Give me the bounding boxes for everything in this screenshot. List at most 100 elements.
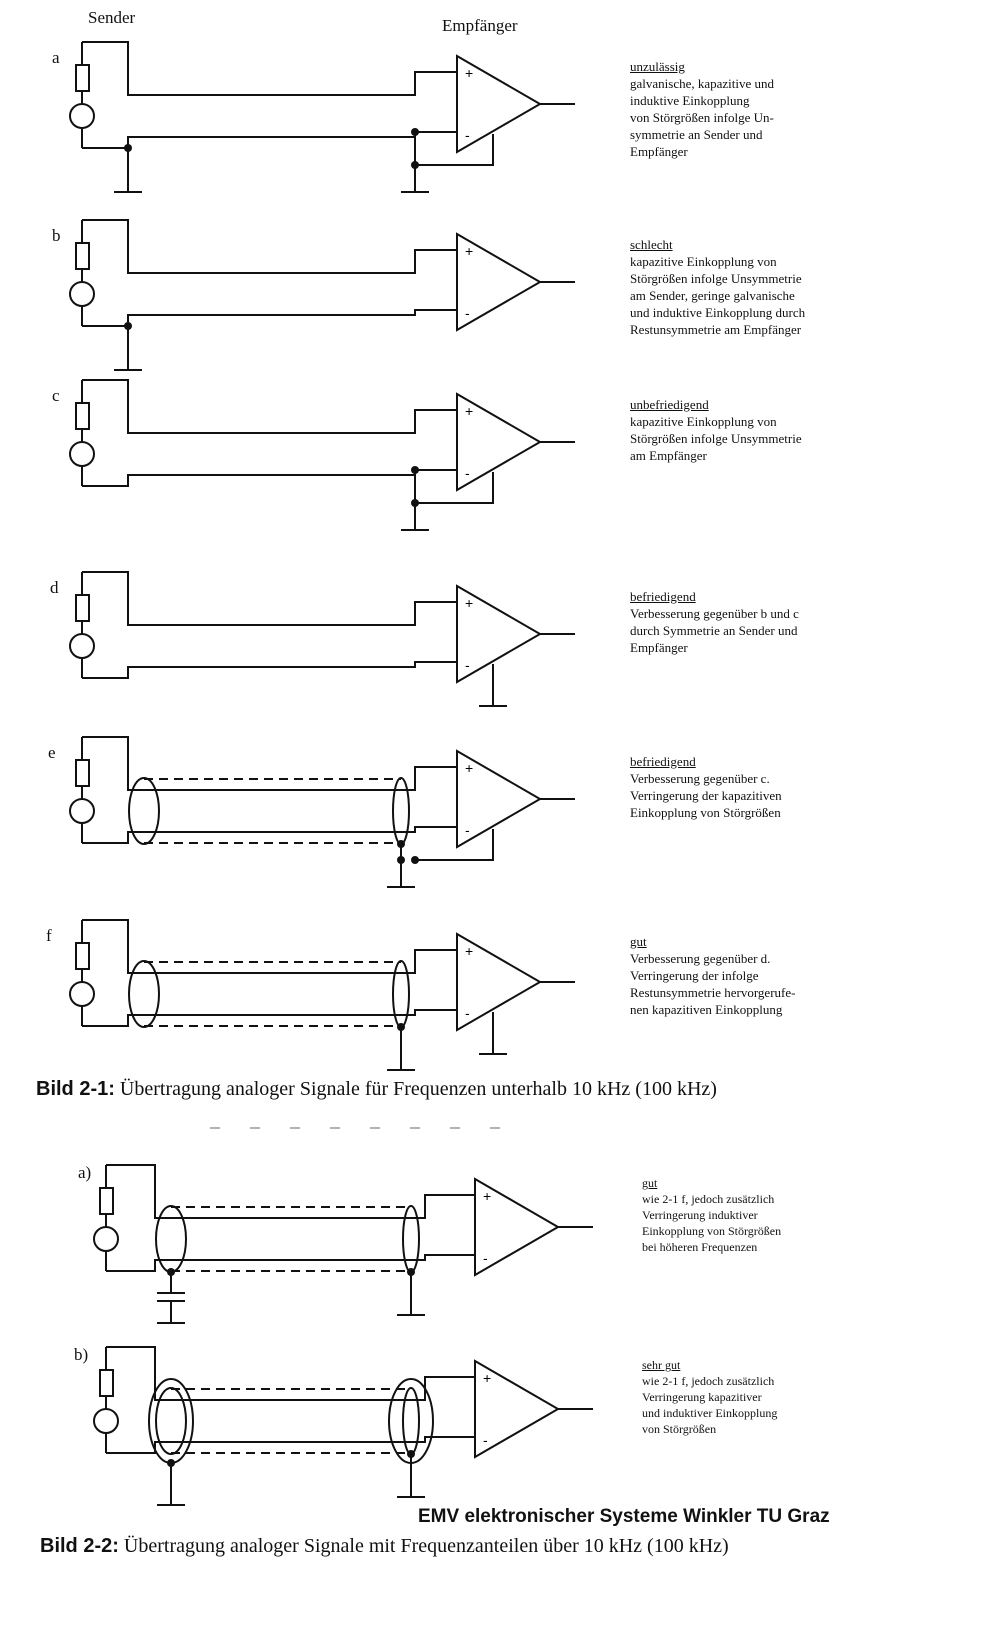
rating-label: befriedigend <box>630 589 696 604</box>
voltage-source-icon <box>69 633 95 659</box>
description-line: von Störgrößen <box>642 1422 717 1436</box>
opamp-icon <box>456 584 542 684</box>
resistor-icon <box>99 1369 114 1397</box>
voltage-source-icon <box>69 103 95 129</box>
description-line: Verbesserung gegenüber b und c <box>630 606 799 621</box>
panel-label: e <box>48 743 56 762</box>
signal-wire-top <box>82 919 457 974</box>
rating-label: sehr gut <box>642 1358 681 1372</box>
circuit-b: +- <box>69 219 575 371</box>
description-line: Einkopplung von Störgrößen <box>642 1224 782 1238</box>
resistor-icon <box>75 942 90 970</box>
panel-description: unbefriedigend kapazitive Einkopplung von… <box>630 396 802 464</box>
description-line: induktive Einkopplung <box>630 93 750 108</box>
receiver-heading: Empfänger <box>442 16 518 35</box>
signal-wire-bottom <box>106 1436 475 1454</box>
description-line: Verbesserung gegenüber d. <box>630 951 771 966</box>
description-line: kapazitive Einkopplung von <box>630 414 777 429</box>
shield-end <box>155 1205 187 1273</box>
shield-end <box>128 777 160 845</box>
signal-wire-bottom <box>106 1254 475 1272</box>
circuit-2a: +- <box>93 1164 593 1324</box>
description-line: und induktiver Einkopplung <box>642 1406 778 1420</box>
panel-label: b) <box>74 1345 89 1364</box>
description-line: Verringerung der infolge <box>630 968 759 983</box>
description-line: wie 2-1 f, jedoch zusätzlich <box>642 1374 775 1388</box>
shield-end <box>402 1205 420 1273</box>
signal-wire-bottom <box>82 661 457 679</box>
description-line: bei höheren Frequenzen <box>642 1240 758 1254</box>
panel-label: a) <box>78 1163 92 1182</box>
rating-label: unbefriedigend <box>630 397 709 412</box>
description-line: galvanische, kapazitive und <box>630 76 775 91</box>
figure2-caption: Bild 2-2: Übertragung analoger Signale m… <box>40 1535 729 1558</box>
description-line: Störgrößen infolge Unsymmetrie <box>630 271 802 286</box>
plus-sign: + <box>465 760 473 776</box>
reference-wire <box>415 134 494 166</box>
minus-sign: - <box>465 657 470 673</box>
rating-label: gut <box>642 1176 658 1190</box>
description-line: nen kapazitiven Einkopplung <box>630 1002 783 1017</box>
voltage-source-icon <box>69 441 95 467</box>
description-line: durch Symmetrie an Sender und <box>630 623 798 638</box>
minus-sign: - <box>465 127 470 143</box>
shield-end <box>402 1387 420 1455</box>
description-line: Empfänger <box>630 144 688 159</box>
description-line: symmetrie an Sender und <box>630 127 763 142</box>
minus-sign: - <box>465 822 470 838</box>
signal-wire-bottom <box>82 469 457 487</box>
rating-label: befriedigend <box>630 754 696 769</box>
description-line: Restunsymmetrie hervorgerufe- <box>630 985 796 1000</box>
description-line: und induktive Einkopplung durch <box>630 305 806 320</box>
minus-sign: - <box>483 1432 488 1448</box>
signal-wire-bottom <box>82 309 457 327</box>
figure2-caption-text: Übertragung analoger Signale mit Frequen… <box>123 1535 729 1557</box>
opamp-icon <box>456 232 542 332</box>
resistor-icon <box>99 1187 114 1215</box>
signal-wire-top <box>82 219 457 274</box>
circuit-d: +- <box>69 571 575 707</box>
signal-wire-bottom <box>82 1009 457 1027</box>
resistor-icon <box>75 402 90 430</box>
plus-sign: + <box>483 1370 491 1386</box>
resistor-icon <box>75 594 90 622</box>
plus-sign: + <box>465 65 473 81</box>
signal-wire-top <box>106 1164 475 1219</box>
signal-wire-top <box>82 736 457 791</box>
resistor-icon <box>75 759 90 787</box>
credit-line: EMV elektronischer Systeme Winkler TU Gr… <box>418 1506 830 1527</box>
sender-heading: Sender <box>88 8 136 27</box>
shield-end <box>155 1387 187 1455</box>
rating-label: unzulässig <box>630 59 685 74</box>
minus-sign: - <box>465 1005 470 1021</box>
signal-wire-bottom <box>82 131 457 149</box>
description-line: Verringerung kapazitiver <box>642 1390 762 1404</box>
description-line: am Sender, geringe galvanische <box>630 288 795 303</box>
description-line: Verringerung induktiver <box>642 1208 758 1222</box>
shield-end <box>392 777 410 845</box>
shield-end <box>128 960 160 1028</box>
circuit-c: +- <box>69 379 575 531</box>
panel-description: unzulässig galvanische, kapazitive und ind… <box>630 58 774 160</box>
junction-dot <box>411 856 419 864</box>
reference-wire <box>415 829 494 861</box>
figure1-caption: Bild 2-1: Übertragung analoger Signale f… <box>36 1078 717 1101</box>
voltage-source-icon <box>69 981 95 1007</box>
minus-sign: - <box>483 1250 488 1266</box>
panel-label: f <box>46 926 52 945</box>
plus-sign: + <box>465 943 473 959</box>
reference-wire <box>415 472 494 504</box>
voltage-source-icon <box>93 1408 119 1434</box>
resistor-icon <box>75 242 90 270</box>
signal-wire-top <box>82 571 457 626</box>
description-line: von Störgrößen infolge Un- <box>630 110 774 125</box>
voltage-source-icon <box>69 798 95 824</box>
opamp-icon <box>456 54 542 154</box>
plus-sign: + <box>465 595 473 611</box>
description-line: Verringerung der kapazitiven <box>630 788 782 803</box>
